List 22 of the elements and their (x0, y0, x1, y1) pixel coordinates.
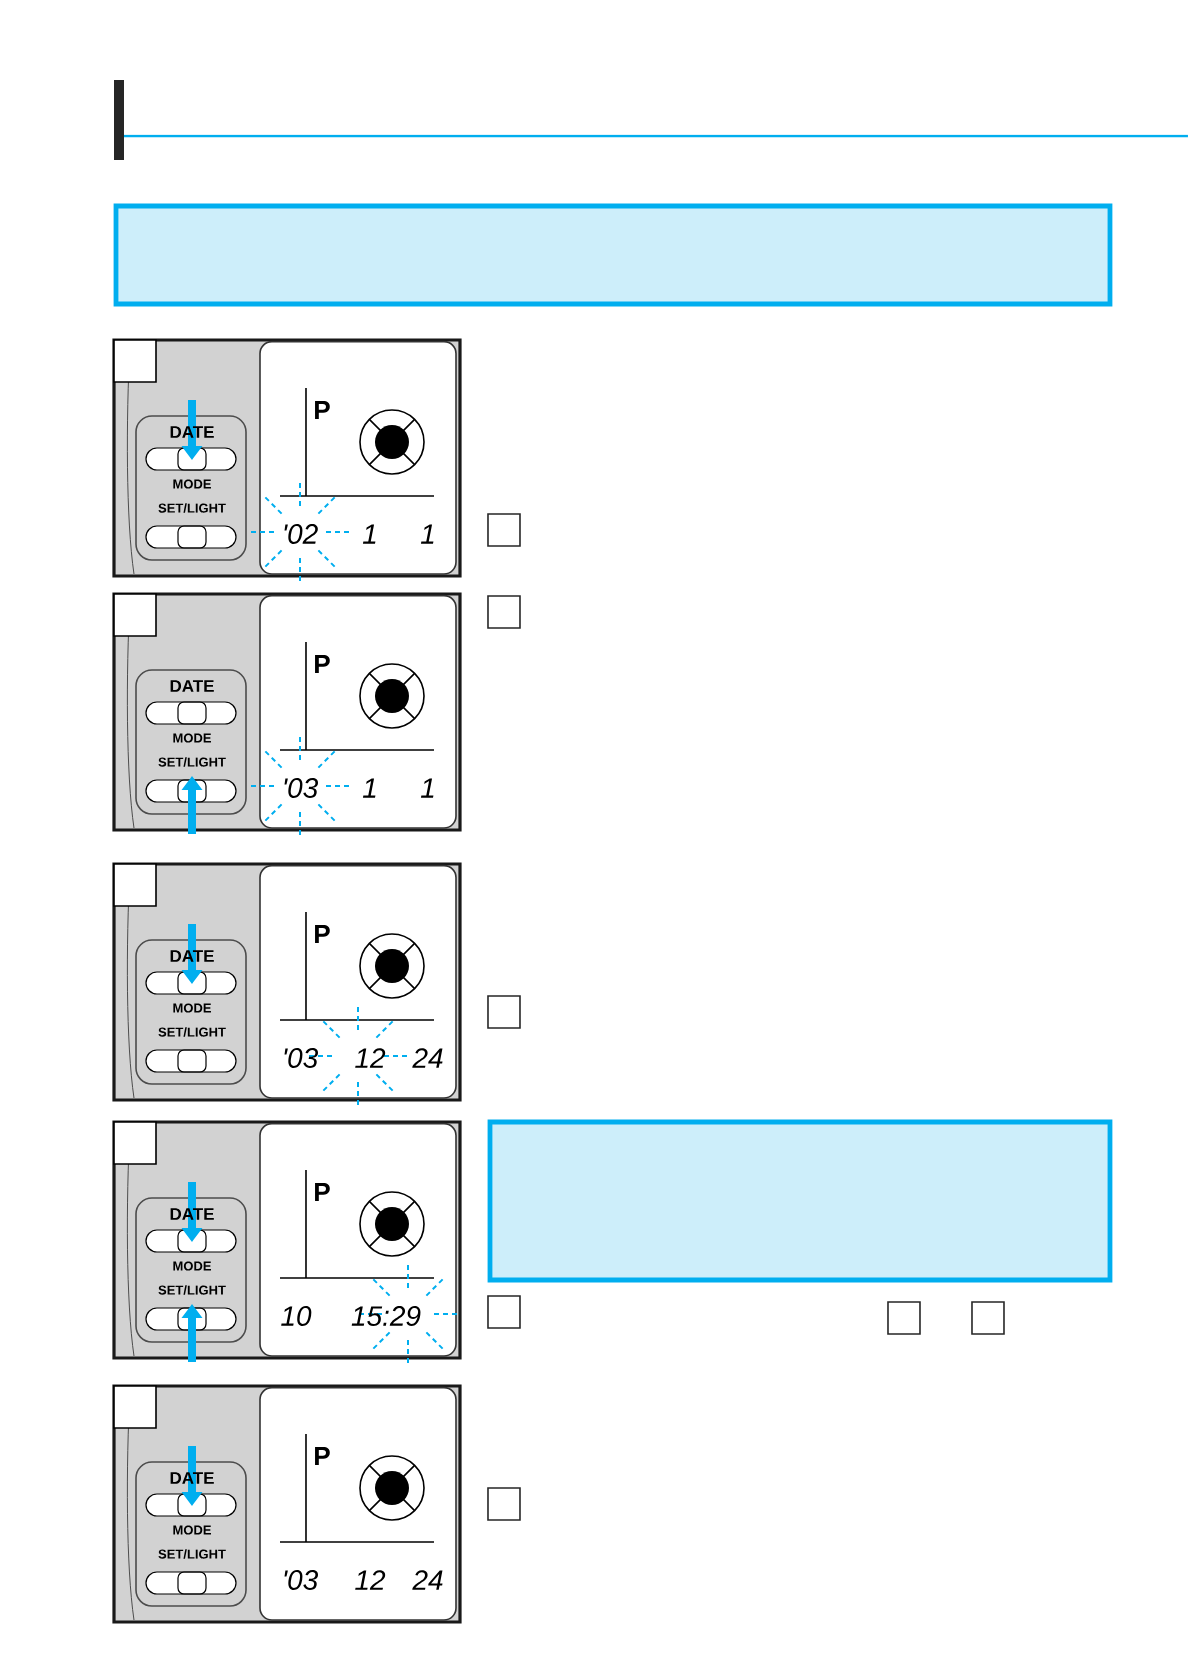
note-box (487, 1119, 1113, 1283)
lcd-digits: 1 (420, 778, 434, 798)
lcd-digits: '03 (284, 778, 318, 798)
note-box (113, 203, 1113, 307)
button-label: DATE (170, 680, 214, 692)
mode-letter: P (315, 1183, 330, 1201)
lcd-digits: 10 (281, 1306, 312, 1326)
mode-letter: P (315, 925, 330, 943)
lcd-digits: 1 (420, 524, 434, 544)
lcd-digits: 1 (362, 524, 376, 544)
lcd-digits: 1 (362, 778, 376, 798)
lcd-digits: 24 (412, 1048, 443, 1068)
lcd-digits: 15:29 (351, 1306, 421, 1326)
lcd-digits: '03 (284, 1570, 318, 1590)
lcd-digits: '03 (284, 1048, 318, 1068)
lcd-digits: 12 (355, 1570, 386, 1590)
mode-letter: P (315, 1447, 330, 1465)
lcd-digits: '02 (284, 524, 318, 544)
mode-letter: P (315, 655, 330, 673)
lcd-digits: 24 (412, 1570, 443, 1590)
lcd-digits: 12 (355, 1048, 386, 1068)
mode-letter: P (315, 401, 330, 419)
